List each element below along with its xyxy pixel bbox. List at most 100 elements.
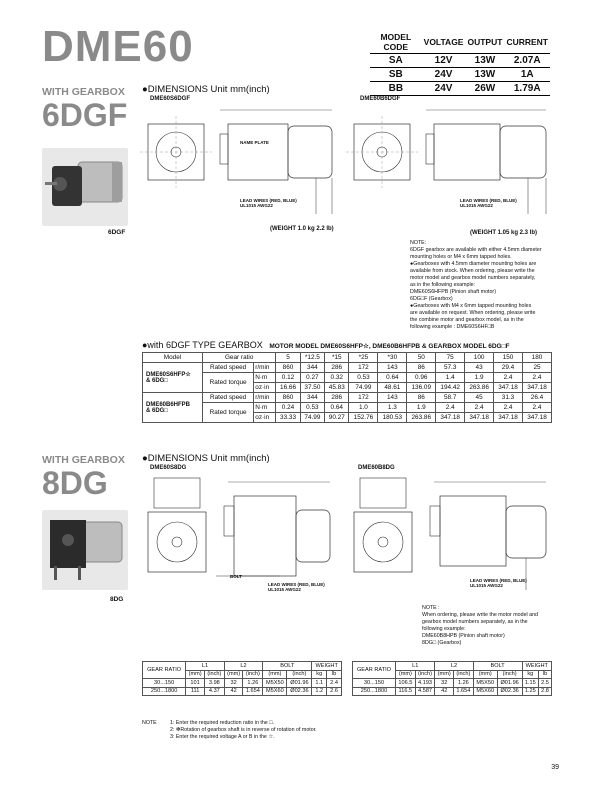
ratio-cell: 180: [521, 352, 553, 363]
rating-value-cell: 37.50: [299, 382, 326, 393]
rating-unit-cell: N·m: [253, 372, 277, 383]
spec-cell: 2.07A: [504, 53, 550, 68]
gear-cell: 1.654: [453, 686, 474, 696]
page-number: 39: [551, 764, 559, 771]
gear-subheader: (mm): [223, 669, 244, 679]
rating-value-cell: 172: [348, 362, 379, 373]
gear-cell: 3.98: [203, 678, 225, 688]
rating-value-cell: 1.3: [377, 402, 408, 413]
rating-value-cell: 344: [299, 392, 326, 403]
note-line: gearbox model numbers separately, as in …: [422, 619, 528, 625]
gear-subheader: kg: [521, 669, 540, 679]
rating-value-cell: 2.4: [464, 402, 495, 413]
gear-cell: 32: [434, 678, 454, 688]
rating-value-cell: 860: [275, 392, 301, 403]
rating-value-cell: 2.4: [493, 402, 523, 413]
note-title-2: NOTE :: [422, 605, 440, 611]
spec-cell: 1.79A: [504, 81, 550, 96]
gear-subheader: (inch): [414, 669, 436, 679]
rating-label-cell: Rated torque: [201, 402, 255, 423]
gear-cell: M5X60: [262, 686, 288, 696]
gear-cell: 2.6: [326, 686, 342, 696]
technical-drawing-8dg-b: [353, 477, 547, 590]
rating-value-cell: 347.18: [521, 382, 553, 393]
drawing-label-left-2: DME60S8DG: [150, 465, 187, 471]
note-line: 6DG□F (Gearbox): [410, 296, 453, 302]
gearbox-code-2: 8DG: [42, 465, 108, 501]
drawing-label-right: DME60B6DGF: [360, 96, 401, 102]
note-line: available from stock. When ordering, ple…: [410, 268, 535, 274]
note-line: following example:: [422, 626, 466, 632]
note-line: 8DG□ (Gearbox): [422, 640, 462, 646]
rating-value-cell: 45: [464, 392, 495, 403]
rating-value-cell: 860: [275, 362, 301, 373]
drawing-label-left: DME60S6DGF: [150, 96, 191, 102]
gear-cell: 2.5: [538, 678, 552, 688]
gear-cell: 250...1800: [141, 686, 187, 696]
rating-model-cell: DME60B6HFPB & 6DG□: [142, 392, 203, 423]
lead-wire-label: LEAD WIRES (RED, BLUE) UL1015 AWG22: [240, 198, 297, 208]
photo-caption: 6DGF: [108, 229, 126, 236]
gear-header: GEAR RATIO: [141, 661, 187, 679]
rating-value-cell: 57.3: [435, 362, 466, 373]
rating-unit-cell: N·m: [253, 402, 277, 413]
rating-value-cell: 25: [521, 362, 553, 373]
gear-cell: M5X50: [262, 678, 288, 688]
lead-wire-label-right-2: LEAD WIRES (RED, BLUE) UL1015 AWG22: [470, 578, 527, 588]
gear-cell: 101: [185, 678, 205, 688]
spec-header: OUTPUT: [465, 32, 505, 54]
rating-label-cell: Rated torque: [201, 372, 255, 393]
gear-subheader: (inch): [496, 669, 523, 679]
gear-cell: M5X50: [472, 678, 498, 688]
gear-subheader: (mm): [472, 669, 498, 679]
note-line: ●Gearboxes with M4 x 6mm tapped mounting…: [410, 303, 532, 309]
rating-value-cell: 0.96: [406, 372, 437, 383]
gearbox-photo: [42, 148, 128, 226]
with-gearbox-label-2: WITH GEARBOX: [42, 454, 125, 466]
spec-cell: 24V: [421, 67, 466, 82]
gear-cell: 2.4: [326, 678, 342, 688]
spec-cell: SB: [370, 67, 422, 82]
gear-header: BOLT: [472, 661, 523, 671]
rating-value-cell: 1.9: [464, 372, 495, 383]
dimensions-heading-2: ●DIMENSIONS Unit mm(inch): [142, 453, 270, 464]
gear-cell: Ø02.36: [496, 686, 523, 696]
gear-cell: 116.5: [395, 686, 416, 696]
note-line: 6DGF gearbox are available with either 4…: [410, 247, 542, 253]
gear-cell: 1.26: [242, 678, 264, 688]
rating-value-cell: 152.76: [348, 412, 379, 423]
gear-subheader: lb: [538, 669, 552, 679]
gear-header: WEIGHT: [311, 661, 342, 671]
ratio-cell: 75: [435, 352, 466, 363]
footnote-line: 3: Enter the required voltage A or B in …: [170, 734, 275, 740]
spec-header: MODEL CODE: [370, 32, 422, 54]
note-line: DME60B8HPB (Pinion shaft motor): [422, 633, 505, 639]
ratio-cell: *30: [377, 352, 408, 363]
rating-label-cell: Rated speed: [201, 362, 255, 373]
rating-value-cell: 194.42: [435, 382, 466, 393]
gear-cell: 1.25: [521, 686, 540, 696]
gear-cell: Ø02.36: [286, 686, 313, 696]
page-title: DME60: [42, 22, 194, 71]
spec-header: VOLTAGE: [421, 32, 466, 54]
gear-cell: 4.37: [203, 686, 225, 696]
rating-value-cell: 2.4: [435, 402, 466, 413]
rating-value-cell: 143: [377, 392, 408, 403]
ratio-cell: 5: [275, 352, 301, 363]
gear-header: WEIGHT: [521, 661, 552, 671]
rating-value-cell: 0.64: [377, 372, 408, 383]
rating-value-cell: 29.4: [493, 362, 523, 373]
rating-value-cell: 344: [299, 362, 326, 373]
gear-subheader: kg: [311, 669, 328, 679]
rating-label-cell: Rated speed: [201, 392, 255, 403]
weight-right: (WEIGHT 1.05 kg 2.3 lb): [470, 230, 538, 236]
drawing-label-right-2: DME60B8DG: [358, 465, 395, 471]
footnotes: 1: Enter the required reduction ratio in…: [170, 720, 317, 741]
note-line: motor model and gearbox model numbers se…: [410, 275, 536, 281]
